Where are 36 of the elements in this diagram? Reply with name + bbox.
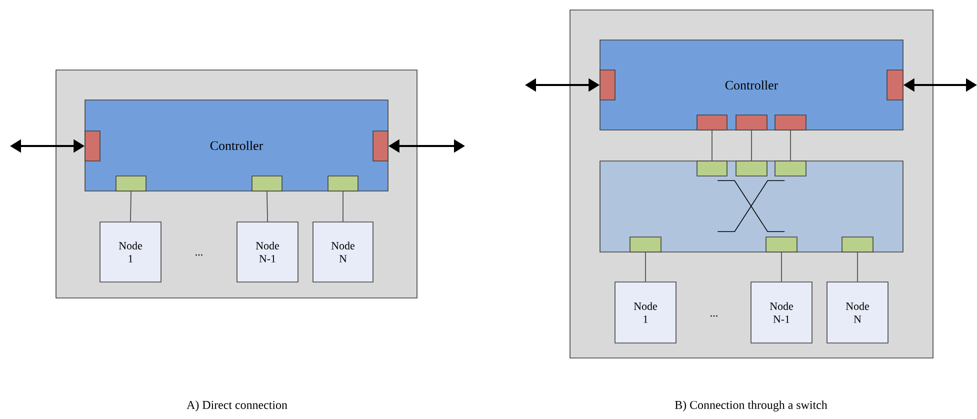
port-box bbox=[696, 114, 728, 130]
node-box: Node N bbox=[826, 282, 888, 344]
node-box: Node N bbox=[312, 222, 374, 282]
port-box bbox=[252, 176, 282, 192]
ellipsis: ... bbox=[710, 315, 718, 317]
port-box bbox=[84, 130, 100, 162]
node-box: Node 1 bbox=[614, 282, 676, 344]
port-box bbox=[696, 160, 728, 176]
node-box: Node N-1 bbox=[750, 282, 812, 344]
port-box bbox=[766, 236, 798, 252]
controller-box: Controller bbox=[600, 40, 904, 130]
connector-line bbox=[266, 191, 268, 222]
port-box bbox=[736, 160, 768, 176]
node-box: Node N-1 bbox=[236, 222, 298, 282]
controller-box: Controller bbox=[84, 100, 388, 192]
port-box bbox=[886, 70, 904, 100]
ellipsis: ... bbox=[196, 254, 202, 256]
node-box: Node 1 bbox=[100, 222, 162, 282]
connector-line bbox=[751, 130, 752, 161]
connector-line bbox=[130, 191, 132, 222]
port-box bbox=[600, 70, 616, 100]
port-box bbox=[372, 130, 388, 162]
connector-line bbox=[342, 191, 344, 222]
connector-line bbox=[790, 130, 791, 161]
port-box bbox=[842, 236, 874, 252]
connector-line bbox=[781, 252, 782, 282]
port-box bbox=[630, 236, 662, 252]
port-box bbox=[116, 176, 146, 192]
port-box bbox=[736, 114, 768, 130]
port-box bbox=[328, 176, 358, 192]
caption: A) Direct connection bbox=[186, 400, 288, 412]
port-box bbox=[774, 114, 806, 130]
caption: B) Connection through a switch bbox=[674, 400, 828, 412]
port-box bbox=[774, 160, 806, 176]
connector-line bbox=[645, 252, 646, 282]
connector-line bbox=[857, 252, 858, 282]
